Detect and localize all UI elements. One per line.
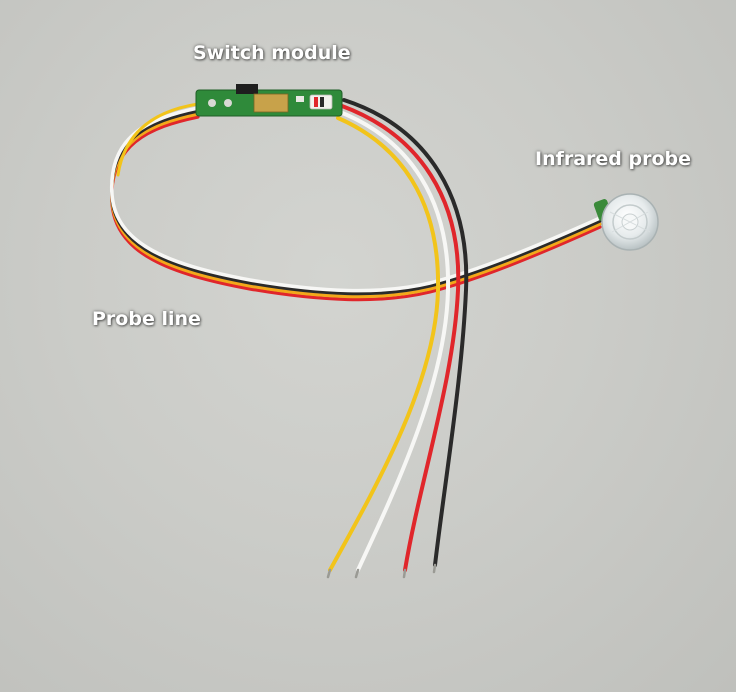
output-wires bbox=[326, 98, 469, 579]
probe-line-label: Probe line bbox=[92, 308, 201, 330]
probe-wire-bundle bbox=[110, 102, 602, 302]
infrared-probe-label: Infrared probe bbox=[535, 148, 692, 170]
switch-module-label: Switch module bbox=[193, 42, 351, 64]
infrared-probe bbox=[593, 193, 659, 251]
switch-module-board bbox=[195, 84, 343, 117]
